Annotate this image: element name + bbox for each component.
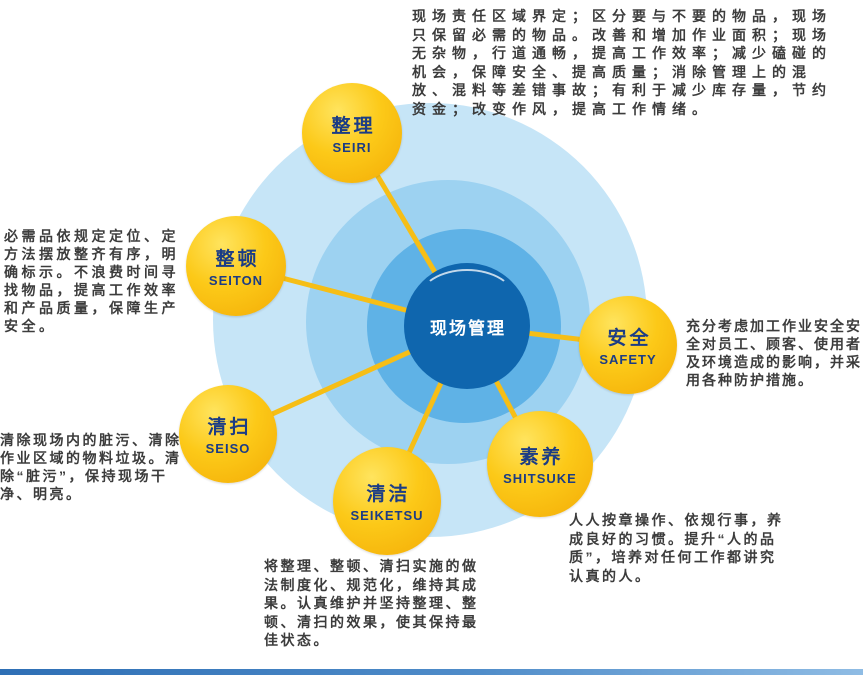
node-seiton-label-en: SEITON — [208, 273, 264, 288]
node-shitsuke: 素养 SHITSUKE — [487, 411, 593, 517]
annotation-shitsuke: 人人按章操作、依规行事，养成良好的习惯。提升“人的品质”，培养对任何工作都讲究认… — [569, 512, 784, 584]
annotation-seiton: 必需品依规定定位、定方法摆放整齐有序，明确标示。不浪费时间寻找物品，提高工作效率… — [4, 228, 179, 334]
node-seiketsu-label-en: SEIKETSU — [350, 508, 424, 523]
bottom-bar — [0, 669, 863, 675]
node-shitsuke-label-en: SHITSUKE — [503, 471, 577, 486]
node-seiso-label-zh: 清扫 — [207, 417, 252, 438]
node-seiri-label-zh: 整理 — [331, 116, 376, 137]
node-seiri-label-en: SEIRI — [332, 140, 372, 155]
annotation-seiketsu: 将整理、整顿、清扫实施的做法制度化、规范化，维持其成果。认真维护并坚持整理、整顿… — [264, 558, 479, 648]
node-safety-label-en: SAFETY — [599, 352, 657, 367]
node-seiso-label-en: SEISO — [205, 441, 251, 456]
node-seiso: 清扫 SEISO — [179, 385, 277, 483]
annotation-seiri: 现场责任区域界定；区分要与不要的物品，现场只保留必需的物品。改善和增加作业面积；… — [412, 8, 832, 117]
node-shitsuke-label-zh: 素养 — [519, 447, 564, 468]
node-seiton-label-zh: 整顿 — [215, 249, 260, 270]
node-safety: 安全 SAFETY — [579, 296, 677, 394]
node-seiketsu-label-zh: 清洁 — [366, 484, 411, 505]
node-safety-label-zh: 安全 — [607, 328, 652, 349]
annotation-safety: 充分考虑加工作业安全安全对员工、顾客、使用者及环境造成的影响，并采用各种防护措施… — [686, 318, 862, 388]
node-seiton: 整顿 SEITON — [186, 216, 286, 316]
node-seiketsu: 清洁 SEIKETSU — [333, 447, 441, 555]
node-seiri: 整理 SEIRI — [302, 83, 402, 183]
annotation-seiso: 清除现场内的脏污、清除作业区域的物料垃圾。清除“脏污”，保持现场干净、明亮。 — [0, 432, 182, 502]
center-highlight-arc — [418, 269, 516, 331]
